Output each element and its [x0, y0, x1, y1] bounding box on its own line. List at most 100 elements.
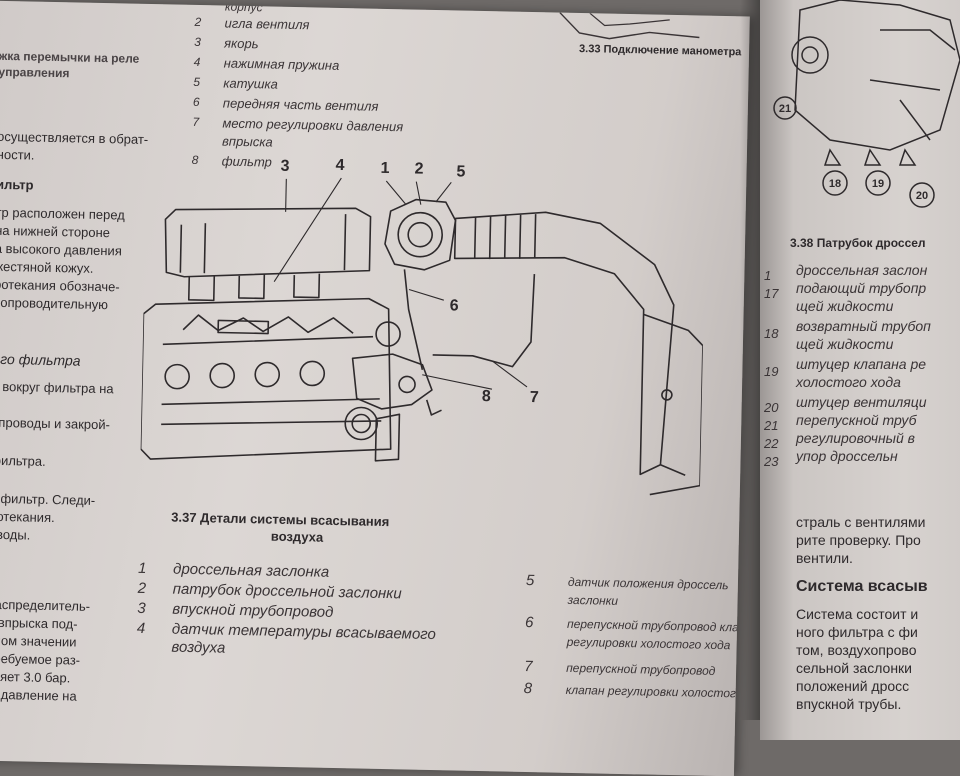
left-column-line: на нижней стороне — [0, 222, 111, 241]
callout-label: 6 — [450, 297, 459, 314]
legend-num: 19 — [764, 364, 779, 379]
legend-num: 8 — [523, 679, 533, 698]
left-column-line: осуществляется в обрат- — [0, 128, 149, 147]
legend-text: штуцер клапана ре — [796, 356, 927, 372]
throttle-housing-diagram: 21 18 19 20 — [773, 0, 960, 208]
legend-num: 2 — [137, 579, 147, 598]
partial-figure-top — [559, 12, 700, 40]
top-legend-num: 7 — [192, 114, 200, 130]
legend-num: 4 — [136, 619, 146, 638]
left-column-line: оводы. — [0, 526, 31, 543]
legend-num: 17 — [764, 286, 779, 301]
left-column-line: распределитель- — [0, 596, 91, 614]
left-column-line: жестяной кожух. — [0, 258, 94, 276]
left-column-line: фильтра. — [0, 452, 46, 469]
right-body-line: том, воздухопрово — [796, 642, 917, 658]
legend-text: возвратный трубоп — [796, 318, 931, 334]
legend-text: перепускной труб — [796, 412, 917, 428]
legend-num: 6 — [524, 613, 534, 632]
callout-label: 5 — [456, 163, 465, 180]
right-body-line: рите проверку. Про — [796, 532, 921, 548]
callout-label: 4 — [335, 157, 344, 174]
legend-text: дроссельная заслон — [796, 262, 928, 278]
legend-text: упор дроссельн — [796, 448, 898, 464]
legend-text: дроссельная заслонка — [172, 560, 330, 581]
legend-num: 3 — [137, 599, 146, 618]
top-legend-num: 3 — [194, 34, 202, 50]
left-column-line: нном значении — [0, 632, 77, 650]
legend-text: холостого хода — [796, 374, 901, 390]
top-legend-num: 4 — [193, 54, 201, 70]
legend-text: патрубок дроссельной заслонки — [172, 580, 402, 603]
top-legend-text: корпус — [224, 0, 263, 15]
top-legend-num: 6 — [192, 94, 200, 110]
left-column-line: тр расположен перед — [0, 204, 126, 223]
legend-text: щей жидкости — [796, 298, 894, 314]
throttle-body — [384, 198, 457, 271]
bypass-pipe — [403, 269, 424, 370]
figure-label: 20 — [916, 190, 928, 202]
top-legend-text: катушка — [223, 75, 279, 92]
left-book-page: жка перемычки на реле управления осущест… — [0, 0, 750, 776]
callout-label: 2 — [414, 161, 423, 178]
right-body-line: ного фильтра с фи — [796, 624, 918, 640]
callout-label: 7 — [530, 389, 539, 406]
left-column-heading: ильтр — [0, 176, 34, 193]
top-legend-text: нажимная пружина — [223, 55, 340, 73]
intake-manifold — [164, 207, 372, 278]
callout-label: 8 — [482, 388, 491, 405]
top-legend-text: место регулировки давления — [222, 115, 404, 135]
legend-text: щей жидкости — [796, 336, 894, 352]
cylinder-head — [139, 297, 392, 460]
right-body-line: Система состоит и — [796, 606, 919, 622]
figure-label: 19 — [872, 178, 884, 190]
legend-num: 23 — [764, 454, 779, 469]
legend-text: перепускной трубопровод — [566, 660, 716, 678]
bypass-pipe-7 — [432, 274, 536, 368]
left-column-line: й фильтр. Следи- — [0, 490, 96, 508]
legend-num: 22 — [764, 436, 779, 451]
legend-num: 5 — [525, 571, 535, 590]
top-legend-text: игла вентиля — [224, 15, 310, 33]
legend-text: заслонки — [567, 592, 619, 608]
legend-text: датчик положения дроссель — [567, 574, 729, 593]
oil-filler-cap — [344, 406, 379, 441]
legend-text: перепускной трубопровод кла — [566, 616, 739, 635]
air-duct — [453, 211, 675, 476]
legend-num: 7 — [523, 657, 533, 676]
top-legend-text: якорь — [223, 35, 259, 52]
legend-text: подающий трубопр — [796, 280, 927, 296]
legend-text: впускной трубопровод — [172, 600, 334, 621]
legend-text: регулировочный в — [796, 430, 915, 446]
engine-intake-diagram: 3 4 1 2 5 6 8 7 — [139, 157, 704, 496]
left-column-line: управления — [0, 64, 70, 81]
left-column-line: сопроводительную — [0, 294, 109, 313]
left-column-subheading: ого фильтра — [0, 350, 81, 369]
top-legend-text: впрыска — [221, 133, 273, 150]
legend-num: 20 — [764, 400, 779, 415]
right-body-line: страль с вентилями — [796, 514, 926, 530]
left-column-line: опроводы и закрой- — [0, 414, 111, 433]
right-body-line: сельной заслонки — [796, 660, 913, 676]
legend-num: 18 — [764, 326, 779, 341]
right-body-line: положений дросс — [796, 678, 910, 694]
figure-caption-line2: воздуха — [270, 528, 324, 545]
left-column-line: ротекания. — [0, 508, 55, 526]
figure-caption-line1: 3.37 Детали системы всасывания — [171, 509, 390, 530]
legend-text: воздуха — [171, 638, 226, 657]
left-column-line: ь вокруг фильтра на — [0, 378, 114, 397]
legend-text: регулировки холостого хода — [566, 634, 731, 653]
right-body-line: вентили. — [796, 550, 853, 566]
right-book-page: 21 18 19 20 3.38 Патрубок дроссел 1 дрос… — [760, 0, 960, 740]
left-column-line: го давление на — [0, 687, 77, 704]
legend-num: 1 — [764, 268, 772, 283]
right-figure-caption: 3.38 Патрубок дроссел — [790, 236, 926, 250]
callout-label: 3 — [280, 158, 289, 175]
left-column-line: ности. — [0, 146, 35, 163]
left-column-line: а высокого давления — [0, 240, 122, 259]
legend-num: 21 — [764, 418, 779, 433]
left-column-line: жка перемычки на реле — [0, 48, 140, 66]
left-column-line: ротекания обозначе- — [0, 276, 120, 295]
left-column-line: вляет 3.0 бар. — [0, 668, 71, 686]
left-column-line: Требуемое раз- — [0, 650, 81, 668]
